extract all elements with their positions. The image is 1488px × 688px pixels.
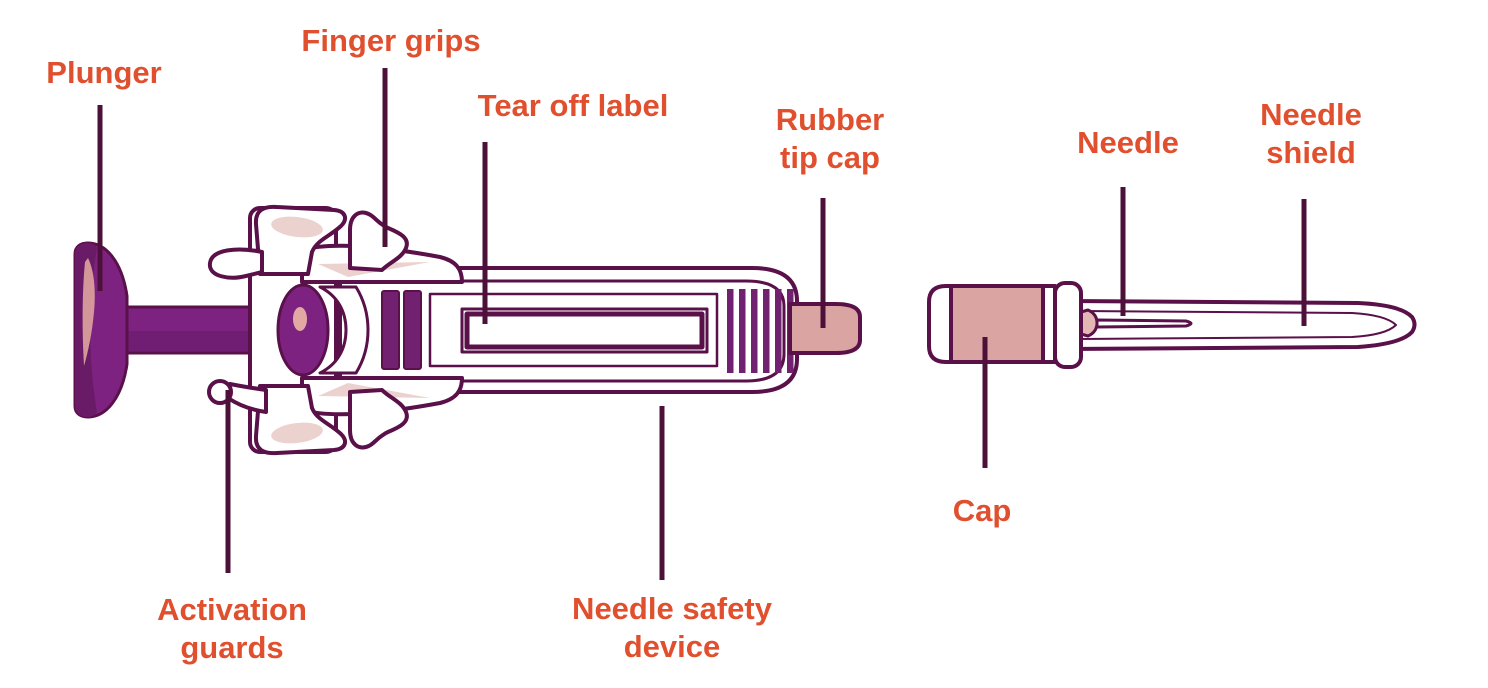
label-activation-guards: Activation guards: [157, 592, 307, 665]
plunger-disc: [73, 241, 129, 419]
label-finger-grips: Finger grips: [301, 23, 481, 58]
needle-hub: [1079, 308, 1099, 338]
plunger-stopper: [381, 290, 422, 370]
activation-guard-upper: [207, 247, 264, 280]
label-cap: Cap: [952, 493, 1012, 528]
leader-lines: [97, 68, 1307, 580]
label-needle-safety-device: Needle safety device: [572, 591, 772, 664]
finger-grip-upper: [207, 204, 464, 284]
activation-guard-lower: [226, 382, 268, 414]
tear-off-label-window: [460, 307, 709, 354]
plunger-head-collar: [318, 285, 370, 375]
needle-assembly: [927, 281, 1417, 369]
label-needle-shield: Needle shield: [1260, 97, 1362, 170]
rubber-tip-cap: [788, 302, 862, 355]
label-rubber-tip-cap: Rubber tip cap: [775, 102, 885, 175]
plunger-head: [276, 283, 330, 377]
cap: [927, 281, 1083, 369]
finger-grip-lower: [207, 376, 464, 456]
label-needle: Needle: [1077, 125, 1179, 160]
needle: [1095, 318, 1193, 329]
label-plunger: Plunger: [46, 55, 162, 90]
label-tear-off-label: Tear off label: [477, 88, 669, 123]
syringe-assembly: [73, 204, 862, 456]
